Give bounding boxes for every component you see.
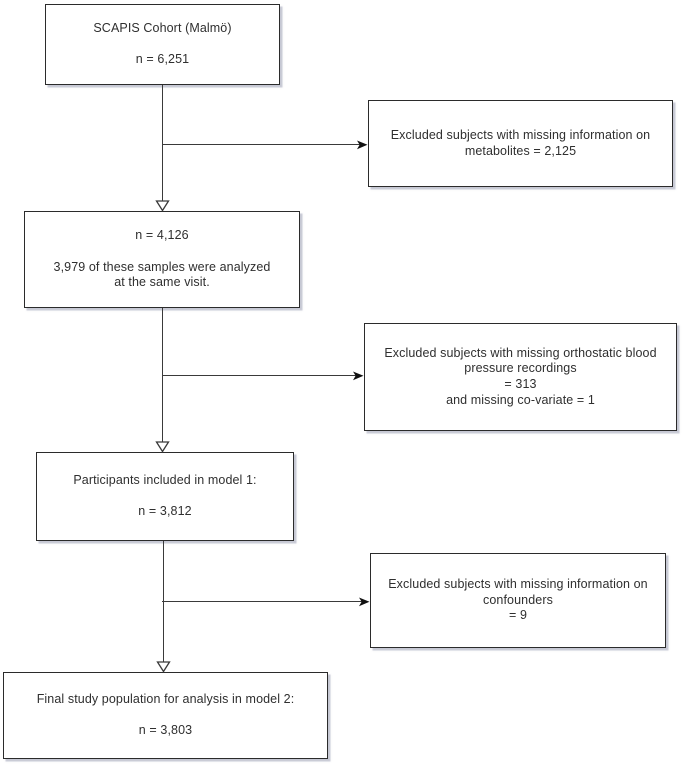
connector-to-excluded-metabolites: [162, 144, 360, 146]
arrowhead-hollow-down-icon: [155, 441, 170, 453]
flow-box-final: Final study population for analysis in m…: [3, 672, 328, 759]
flow-box-excluded-orthostatic-text: Excluded subjects with missing orthostat…: [384, 345, 657, 407]
arrowhead-hollow-down-icon: [155, 200, 170, 212]
arrowhead-solid-right-icon: [353, 371, 364, 381]
connector-to-excluded-orthostatic: [162, 375, 356, 377]
flow-box-sample-text: n = 4,126 3,979 of these samples were an…: [53, 228, 271, 290]
flow-box-cohort: SCAPIS Cohort (Malmö) n = 6,251: [45, 4, 280, 85]
flow-box-cohort-text: SCAPIS Cohort (Malmö) n = 6,251: [93, 21, 232, 67]
flow-box-final-text: Final study population for analysis in m…: [36, 692, 295, 738]
flow-box-excluded-metabolites: Excluded subjects with missing informati…: [368, 100, 673, 187]
connector-cohort-to-sample: [162, 85, 164, 201]
flow-box-excluded-confounders: Excluded subjects with missing informati…: [370, 553, 666, 648]
arrowhead-solid-right-icon: [359, 597, 370, 607]
flow-box-excluded-metabolites-text: Excluded subjects with missing informati…: [390, 127, 651, 158]
flow-box-sample: n = 4,126 3,979 of these samples were an…: [24, 211, 300, 308]
flow-box-excluded-confounders-text: Excluded subjects with missing informati…: [388, 577, 648, 623]
arrowhead-solid-right-icon: [357, 140, 368, 150]
flow-box-excluded-orthostatic: Excluded subjects with missing orthostat…: [364, 323, 677, 431]
flow-box-model1: Participants included in model 1: n = 3,…: [36, 452, 294, 541]
flow-box-model1-text: Participants included in model 1: n = 3,…: [73, 473, 257, 519]
arrowhead-hollow-down-icon: [156, 661, 171, 673]
connector-to-excluded-confounders: [162, 601, 362, 603]
